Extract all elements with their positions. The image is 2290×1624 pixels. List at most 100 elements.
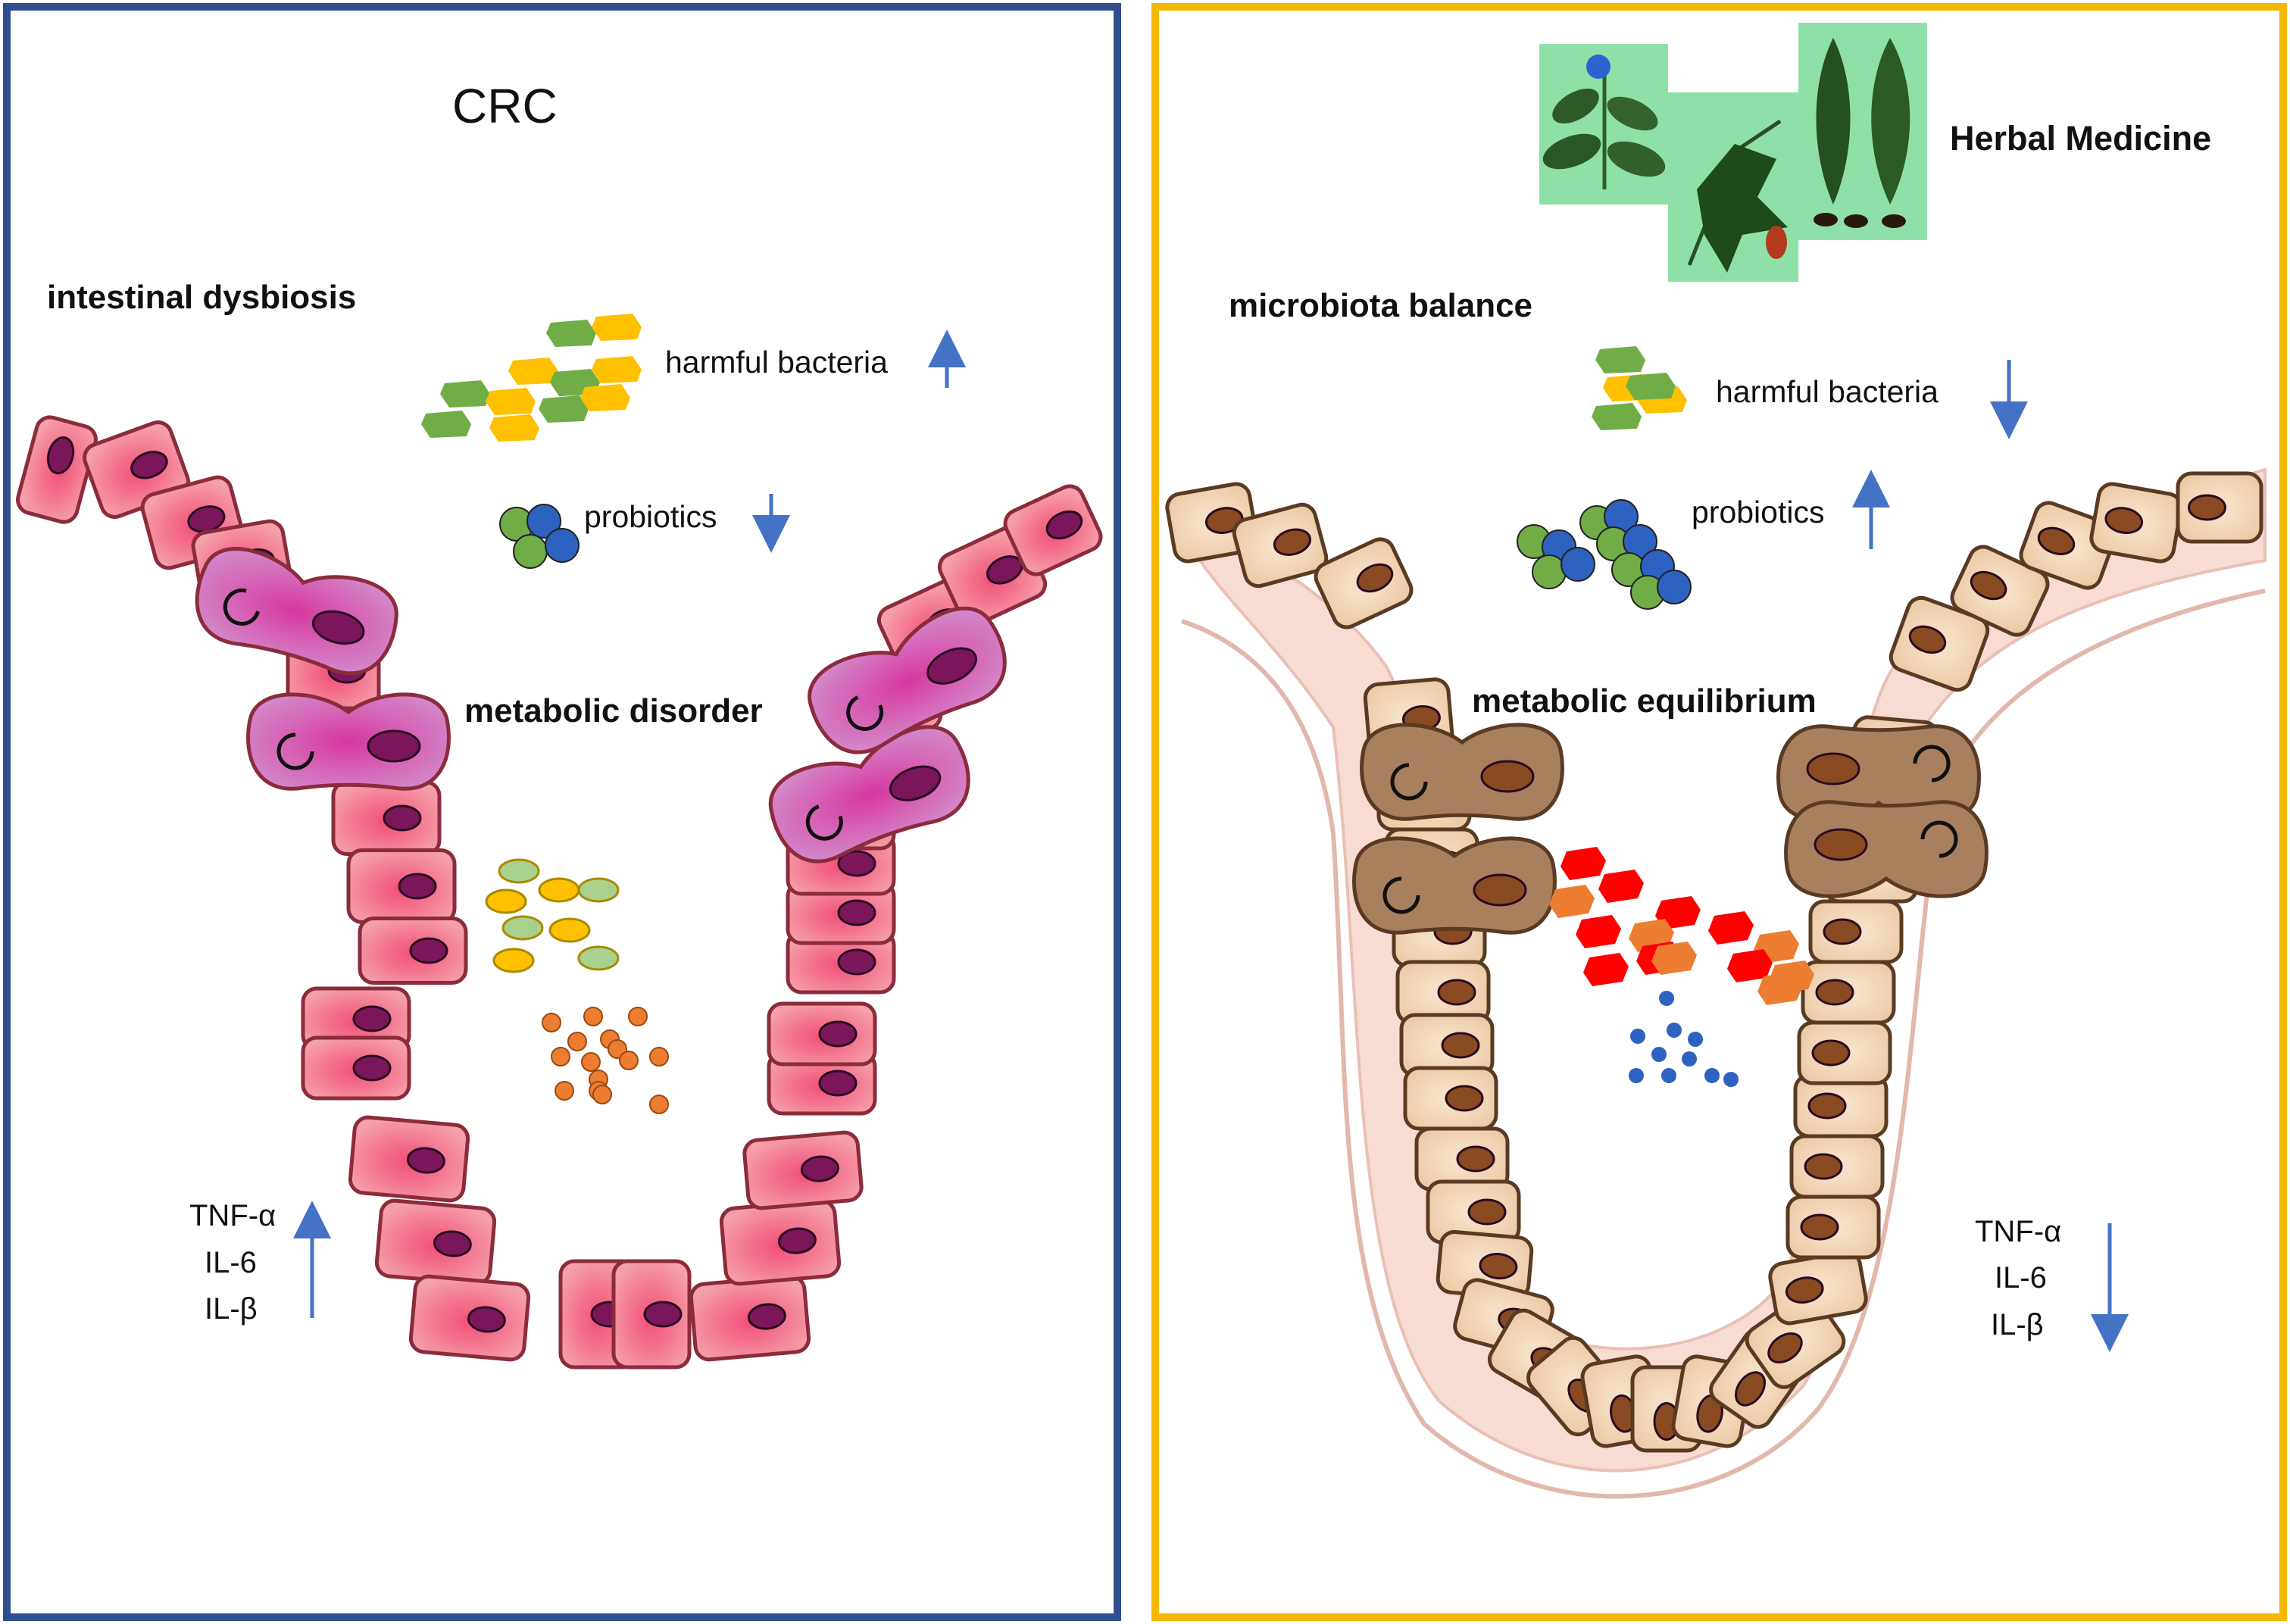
metabolite-dot [581, 1052, 601, 1072]
right-metabolites [1549, 847, 1814, 1087]
healthy-goblet-cell [1784, 800, 1989, 898]
goblet-cell-nucleus [311, 610, 365, 645]
diseased-cell-nucleus [777, 1227, 817, 1254]
harmful-bacterium [592, 314, 642, 341]
diseased-cell [767, 1051, 877, 1116]
left-metabolic-label: metabolic disorder [464, 692, 763, 729]
diseased-cell [408, 1274, 531, 1362]
diseased-cell-nucleus [1045, 510, 1083, 540]
healthy-goblet-cell-nucleus [1814, 828, 1868, 861]
metabolite-rod [1757, 972, 1803, 1005]
healthy-cell [1426, 1179, 1521, 1245]
left-probiotics-cluster [499, 504, 580, 569]
right-harmful-bacteria-label: harmful bacteria [1716, 374, 1939, 409]
left-harmful-bacteria-label: harmful bacteria [665, 345, 888, 379]
goblet-cell-body [769, 725, 970, 864]
harmful-bacterium [592, 356, 642, 383]
goblet-cell [195, 547, 398, 676]
healthy-goblet-cell-swirl [1382, 876, 1420, 914]
probiotic [526, 504, 561, 539]
diseased-cell [689, 1274, 811, 1362]
healthy-cell-nucleus [1356, 563, 1394, 593]
diseased-cell-nucleus [130, 451, 168, 479]
metabolite-rod [1576, 915, 1621, 948]
healthy-cell [2089, 482, 2183, 564]
healthy-cell-nucleus [1204, 507, 1244, 534]
healthy-cell-nucleus [1807, 1092, 1847, 1120]
healthy-goblet-cell-swirl [1390, 763, 1428, 801]
goblet-cell-swirl [276, 732, 314, 770]
healthy-cell-nucleus [1908, 625, 1947, 654]
harmful-bacterium [1626, 373, 1676, 400]
right-panel-border [1151, 3, 2287, 1621]
metabolite-dot [1629, 1068, 1644, 1083]
diseased-cell [16, 415, 98, 524]
metabolite-dot [567, 1032, 587, 1051]
healthy-cell-nucleus [1467, 1198, 1507, 1226]
harmful-bacterium [539, 395, 589, 423]
goblet-cell [808, 606, 1007, 754]
metabolite-rod [1598, 870, 1644, 903]
diseased-cell-nucleus [467, 1306, 506, 1333]
diseased-cell-nucleus [352, 1005, 392, 1032]
metabolite-rod [1727, 949, 1773, 982]
metabolite-ellipse [577, 945, 620, 971]
metabolite-ellipse [498, 858, 540, 884]
diseased-cell-nucleus [643, 1301, 683, 1328]
healthy-cell [1950, 545, 2050, 637]
diseased-cell [786, 880, 896, 945]
healthy-cell-nucleus [2188, 494, 2226, 521]
healthy-cell [1797, 1020, 1892, 1085]
healthy-cell [1808, 899, 1904, 964]
metabolite-dot [1688, 1032, 1703, 1047]
healthy-cell [1399, 1013, 1495, 1078]
metabolite-dot [583, 1007, 603, 1026]
metabolite-dot [628, 1007, 648, 1026]
healthy-cell-nucleus [2037, 526, 2076, 555]
healthy-goblet-cell-swirl [1913, 745, 1951, 782]
metabolite-dot [551, 1047, 570, 1067]
diseased-cell-nucleus [352, 1054, 392, 1082]
healthy-cell [1395, 960, 1491, 1025]
healthy-cell-nucleus [1273, 528, 1311, 556]
diseased-cell-nucleus [818, 1020, 858, 1048]
harmful-bacterium [440, 380, 490, 408]
healthy-cell-nucleus [1437, 979, 1476, 1006]
harmful-bacterium [1592, 403, 1642, 430]
right-section-label: microbiota balance [1229, 287, 1533, 324]
healthy-cell-nucleus [1456, 1145, 1495, 1173]
metabolite-dot [1651, 1047, 1667, 1062]
right-cytokine-tnf: TNF-α [1975, 1215, 2062, 1248]
left-panel-border [3, 3, 1121, 1621]
healthy-goblet-cell [1360, 723, 1564, 821]
healthy-cell-nucleus [1735, 1371, 1767, 1407]
probiotic [1532, 554, 1567, 589]
metabolite-ellipse [577, 877, 620, 903]
left-cytokine-ilb: IL-β [205, 1292, 258, 1326]
healthy-cell-nucleus [1800, 1213, 1839, 1241]
left-section-label: intestinal dysbiosis [47, 279, 357, 316]
metabolite-dot [619, 1051, 639, 1070]
diseased-cell-nucleus [818, 1070, 858, 1097]
healthy-cell [1889, 595, 1990, 692]
left-cytokine-tnf: TNF-α [189, 1199, 276, 1232]
metabolite-dot [592, 1085, 612, 1104]
metabolite-ellipse [492, 948, 535, 973]
metabolite-dot [649, 1047, 669, 1067]
diseased-cell [358, 917, 468, 985]
healthy-cell-nucleus [1804, 1153, 1843, 1180]
healthy-cell [1232, 502, 1329, 589]
metabolite-dot [1667, 1023, 1682, 1038]
goblet-cell-nucleus [926, 647, 977, 685]
metabolite-dot [1659, 991, 1674, 1006]
right-cytokine-il6: IL-6 [1995, 1261, 2047, 1295]
healthy-cell-nucleus [1811, 1039, 1851, 1067]
healthy-cell-nucleus [1785, 1276, 1824, 1304]
left-cytokine-il6: IL-6 [205, 1246, 257, 1279]
healthy-goblet-cell-body [1784, 800, 1989, 898]
diseased-cell [611, 1259, 692, 1369]
metabolite-ellipse [538, 877, 580, 903]
metabolite-rod [1583, 953, 1629, 986]
left-panel-title: CRC [452, 79, 558, 133]
